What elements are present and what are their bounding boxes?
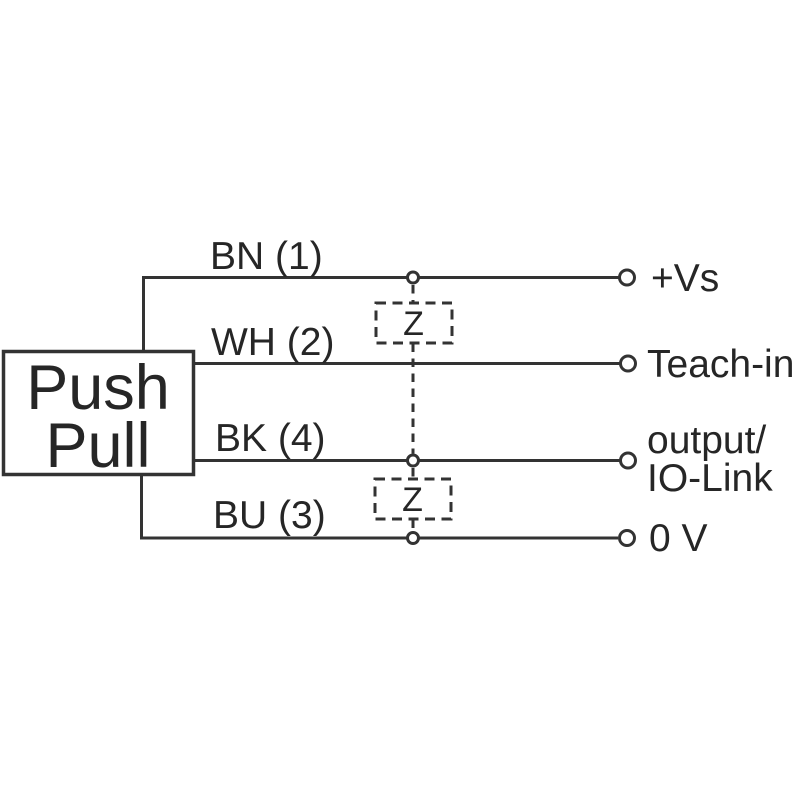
wire-bn-line [142, 276, 619, 352]
wire-bu-line [140, 473, 618, 540]
wire-label-bk: BK (4) [215, 417, 326, 460]
junction-dot-bu [406, 531, 420, 545]
terminal-circle-0v [618, 529, 636, 547]
terminal-circle-teach-in [619, 354, 637, 373]
terminal-label-vs: +Vs [651, 257, 719, 300]
wire-label-bu: BU (3) [213, 494, 326, 537]
device-label-line1: Push [26, 353, 170, 423]
terminal-label-0v: 0 V [649, 517, 708, 560]
junction-dot-bn [406, 270, 420, 285]
wire-label-wh: WH (2) [211, 321, 334, 364]
device-label-line2: Pull [45, 411, 150, 481]
terminal-label-output-line2: IO-Link [647, 457, 773, 500]
terminal-circle-output [619, 451, 637, 470]
terminal-label-teach-in: Teach-in [647, 343, 794, 386]
zener-symbol-bottom: Z [402, 481, 423, 519]
push-pull-box [1, 349, 196, 477]
wire-label-bn: BN (1) [210, 235, 323, 278]
zener-box-top [374, 301, 454, 345]
junction-dot-bk [406, 453, 420, 468]
zener-box-bottom [373, 477, 453, 521]
terminal-circle-vs [618, 268, 636, 287]
terminal-label-output-line1: output/ [647, 419, 766, 462]
zener-symbol-top: Z [403, 305, 424, 343]
